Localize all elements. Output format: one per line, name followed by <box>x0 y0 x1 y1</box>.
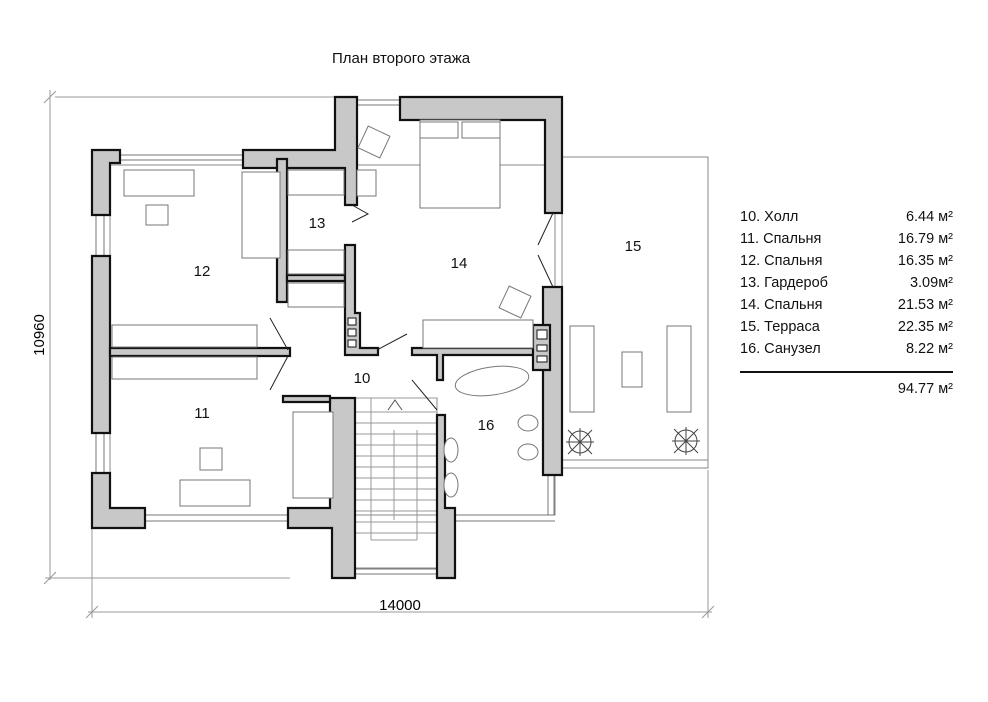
furniture <box>111 119 539 507</box>
room-label-14: 14 <box>451 255 468 272</box>
bed <box>292 411 334 499</box>
walls <box>90 95 564 580</box>
room-label-13: 13 <box>309 215 326 232</box>
wardrobe-rods <box>111 324 258 380</box>
room-label-10: 10 <box>354 370 371 387</box>
sofa <box>569 325 595 413</box>
staircase <box>355 397 437 541</box>
dresser <box>422 319 534 349</box>
legend-area: 16.79 м² <box>897 231 953 247</box>
legend-row: 16. Санузел 8.22 м² <box>740 338 953 360</box>
nightstand <box>356 169 377 197</box>
bed <box>241 171 281 259</box>
legend-row: 13. Гардероб 3.09м² <box>740 272 953 294</box>
coffee-table <box>621 351 643 388</box>
plant-icon <box>566 427 700 456</box>
legend-row: 10. Холл 6.44 м² <box>740 206 953 228</box>
plan-title: План второго этажа <box>332 50 471 67</box>
room-label-15: 15 <box>625 238 642 255</box>
wardrobe <box>287 169 345 308</box>
room-label-11: 11 <box>194 405 210 422</box>
area-legend: 10. Холл 6.44 м² 11. Спальня 16.79 м² 12. … <box>740 206 953 397</box>
desk <box>179 479 251 507</box>
sofa <box>666 325 692 413</box>
legend-row: 12. Спальня 16.35 м² <box>740 250 953 272</box>
armchair <box>498 285 532 319</box>
room-labels: 10 11 12 13 14 15 16 <box>194 215 642 434</box>
legend-area: 21.53 м² <box>897 297 953 313</box>
legend-room: 11. Спальня <box>740 231 822 247</box>
ventilation-ducts <box>347 317 548 363</box>
armchair <box>357 125 391 159</box>
bathtub <box>454 365 530 397</box>
dimension-height: 10960 <box>31 314 48 356</box>
legend-row: 11. Спальня 16.79 м² <box>740 228 953 250</box>
dimension-width: 14000 <box>379 597 421 614</box>
chair <box>145 204 169 226</box>
terrace <box>561 156 709 469</box>
legend-room: 15. Терраса <box>740 319 820 335</box>
legend-room: 14. Спальня <box>740 297 823 313</box>
legend-divider <box>740 371 953 373</box>
legend-room: 16. Санузел <box>740 341 821 357</box>
pillow <box>461 121 501 139</box>
room-label-16: 16 <box>478 417 495 434</box>
legend-area: 22.35 м² <box>897 319 953 335</box>
legend-total: 94.77 м² <box>897 381 953 397</box>
room-label-12: 12 <box>194 263 211 280</box>
legend-row: 14. Спальня 21.53 м² <box>740 294 953 316</box>
sinks <box>443 437 459 498</box>
windows[interactable] <box>95 99 555 575</box>
legend-room: 12. Спальня <box>740 253 823 269</box>
legend-area: 6.44 м² <box>905 209 953 225</box>
chair <box>199 447 223 471</box>
doors[interactable] <box>269 204 554 411</box>
legend-area: 8.22 м² <box>905 341 953 357</box>
legend-room: 13. Гардероб <box>740 275 828 291</box>
pillow <box>419 121 459 139</box>
dimension-lines <box>43 90 715 619</box>
toilet <box>517 414 539 461</box>
legend-area: 3.09м² <box>909 275 953 291</box>
legend-room: 10. Холл <box>740 209 799 225</box>
legend-row: 15. Терраса 22.35 м² <box>740 316 953 338</box>
desk <box>123 169 195 197</box>
legend-area: 16.35 м² <box>897 253 953 269</box>
